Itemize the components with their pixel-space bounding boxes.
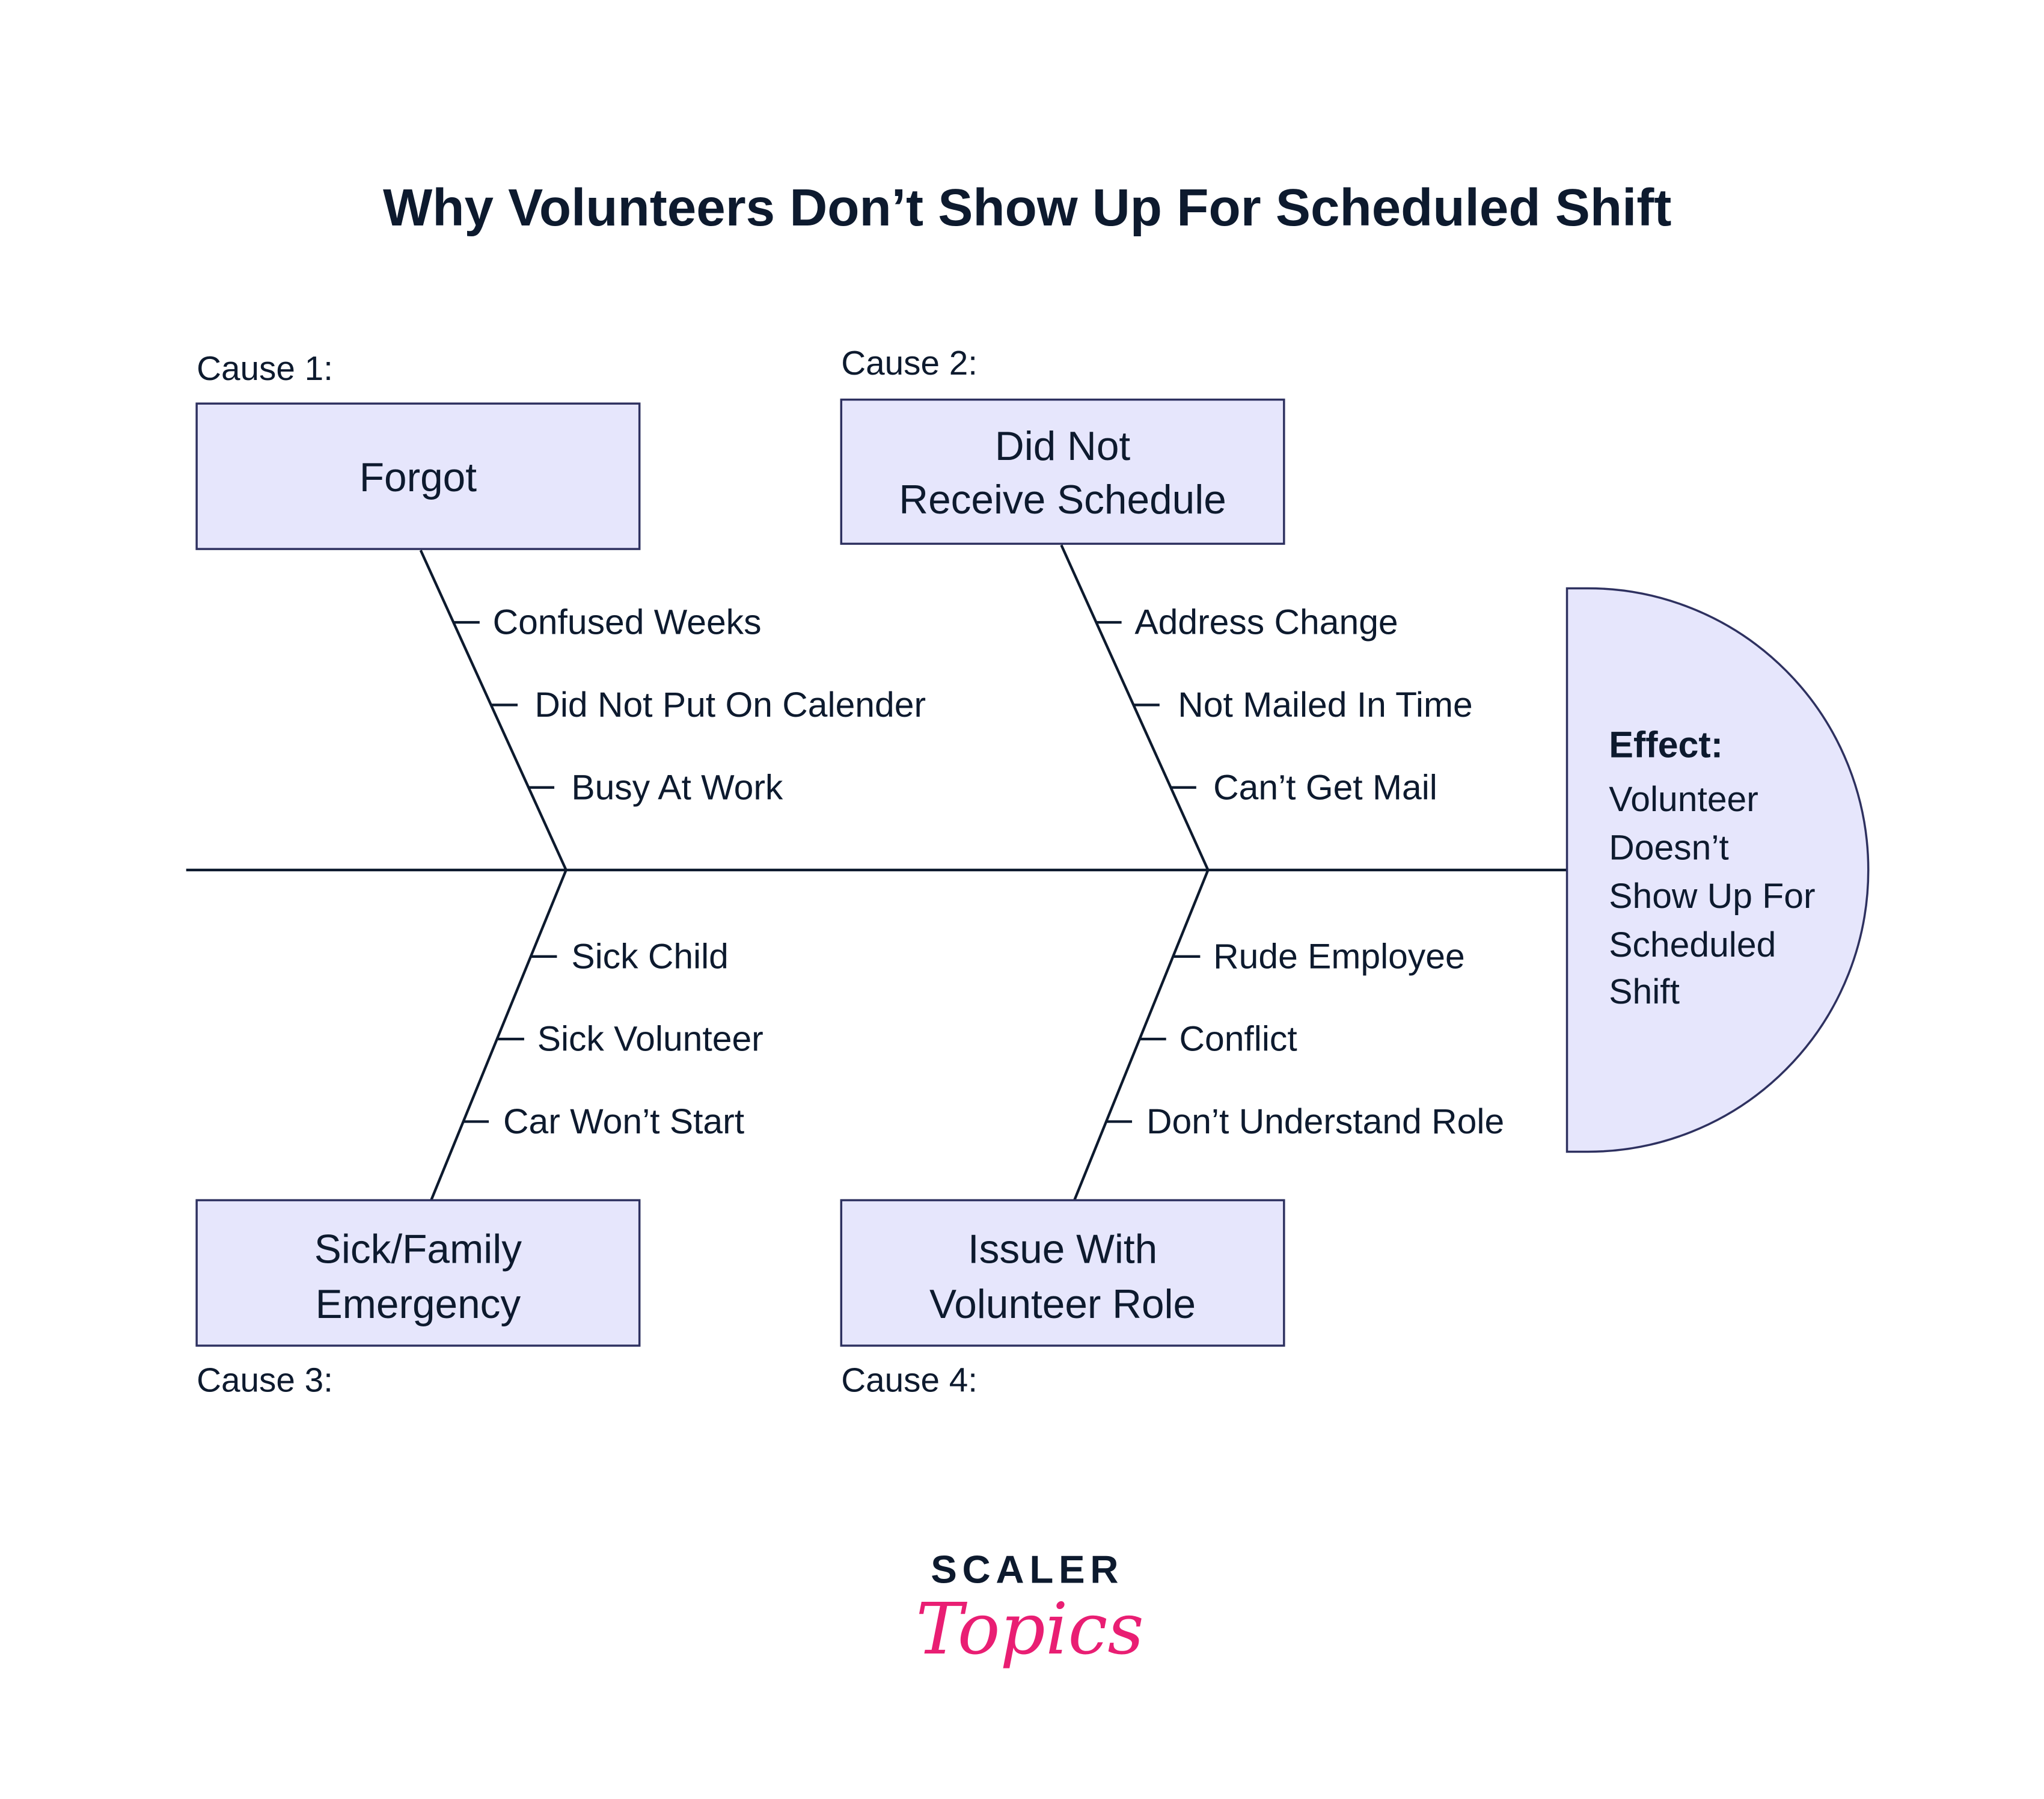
cause-box xyxy=(840,398,1285,545)
cause-name: Forgot xyxy=(360,455,477,500)
cause-name-line-1: Sick/Family xyxy=(314,1227,522,1272)
cause-name-line-2: Volunteer Role xyxy=(929,1282,1196,1327)
effect-line: Scheduled xyxy=(1609,925,1776,964)
sub-cause: Did Not Put On Calender xyxy=(534,685,926,725)
sub-cause: Car Won’t Start xyxy=(503,1102,744,1141)
sub-cause: Can’t Get Mail xyxy=(1213,768,1437,807)
cause-box xyxy=(195,402,641,550)
bone-line xyxy=(1060,544,1210,871)
effect-label: Effect: xyxy=(1609,725,1723,765)
sub-cause: Confused Weeks xyxy=(493,603,762,642)
cause-3: Sick Child Sick Volunteer Car Won’t Star… xyxy=(195,869,763,1399)
bone-line xyxy=(430,869,568,1201)
sub-cause: Sick Child xyxy=(571,937,729,976)
logo-scaler: SCALER xyxy=(931,1547,1124,1591)
effect-line: Show Up For xyxy=(1609,877,1815,916)
sub-cause: Don’t Understand Role xyxy=(1146,1102,1504,1141)
sub-cause: Address Change xyxy=(1134,603,1398,642)
cause-4: Rude Employee Conflict Don’t Understand … xyxy=(840,869,1504,1399)
cause-name-line-2: Emergency xyxy=(316,1282,521,1327)
sub-cause: Rude Employee xyxy=(1213,937,1465,976)
cause-1: Cause 1: Forgot Confused Weeks Did Not P… xyxy=(195,350,926,871)
effect-line: Shift xyxy=(1609,972,1680,1011)
effect-head: Effect: Volunteer Doesn’t Show Up For Sc… xyxy=(1565,587,1870,1153)
cause-name-line-1: Issue With xyxy=(968,1227,1157,1272)
bone-line xyxy=(419,550,568,871)
sub-cause: Busy At Work xyxy=(571,768,783,807)
effect-shape xyxy=(1565,587,1870,1153)
cause-2: Cause 2: Did Not Receive Schedule Addres… xyxy=(840,345,1473,871)
cause-name-line-2: Receive Schedule xyxy=(899,477,1226,523)
cause-label: Cause 4: xyxy=(841,1361,978,1399)
cause-box xyxy=(840,1199,1285,1347)
cause-box xyxy=(195,1199,641,1347)
cause-label: Cause 1: xyxy=(197,350,333,388)
sub-cause: Not Mailed In Time xyxy=(1178,685,1472,725)
cause-label: Cause 3: xyxy=(197,1361,333,1399)
effect-line: Volunteer xyxy=(1609,780,1758,819)
sub-cause: Sick Volunteer xyxy=(537,1020,763,1059)
logo-topics: Topics xyxy=(916,1588,1143,1670)
cause-label: Cause 2: xyxy=(841,345,978,382)
bone-line xyxy=(1073,869,1210,1201)
scaler-topics-logo: SCALER Topics xyxy=(916,1547,1143,1670)
sub-cause: Conflict xyxy=(1180,1020,1297,1059)
cause-name-line-1: Did Not xyxy=(995,424,1130,469)
effect-line: Doesn’t xyxy=(1609,829,1728,868)
diagram-title: Why Volunteers Don’t Show Up For Schedul… xyxy=(383,179,1671,237)
